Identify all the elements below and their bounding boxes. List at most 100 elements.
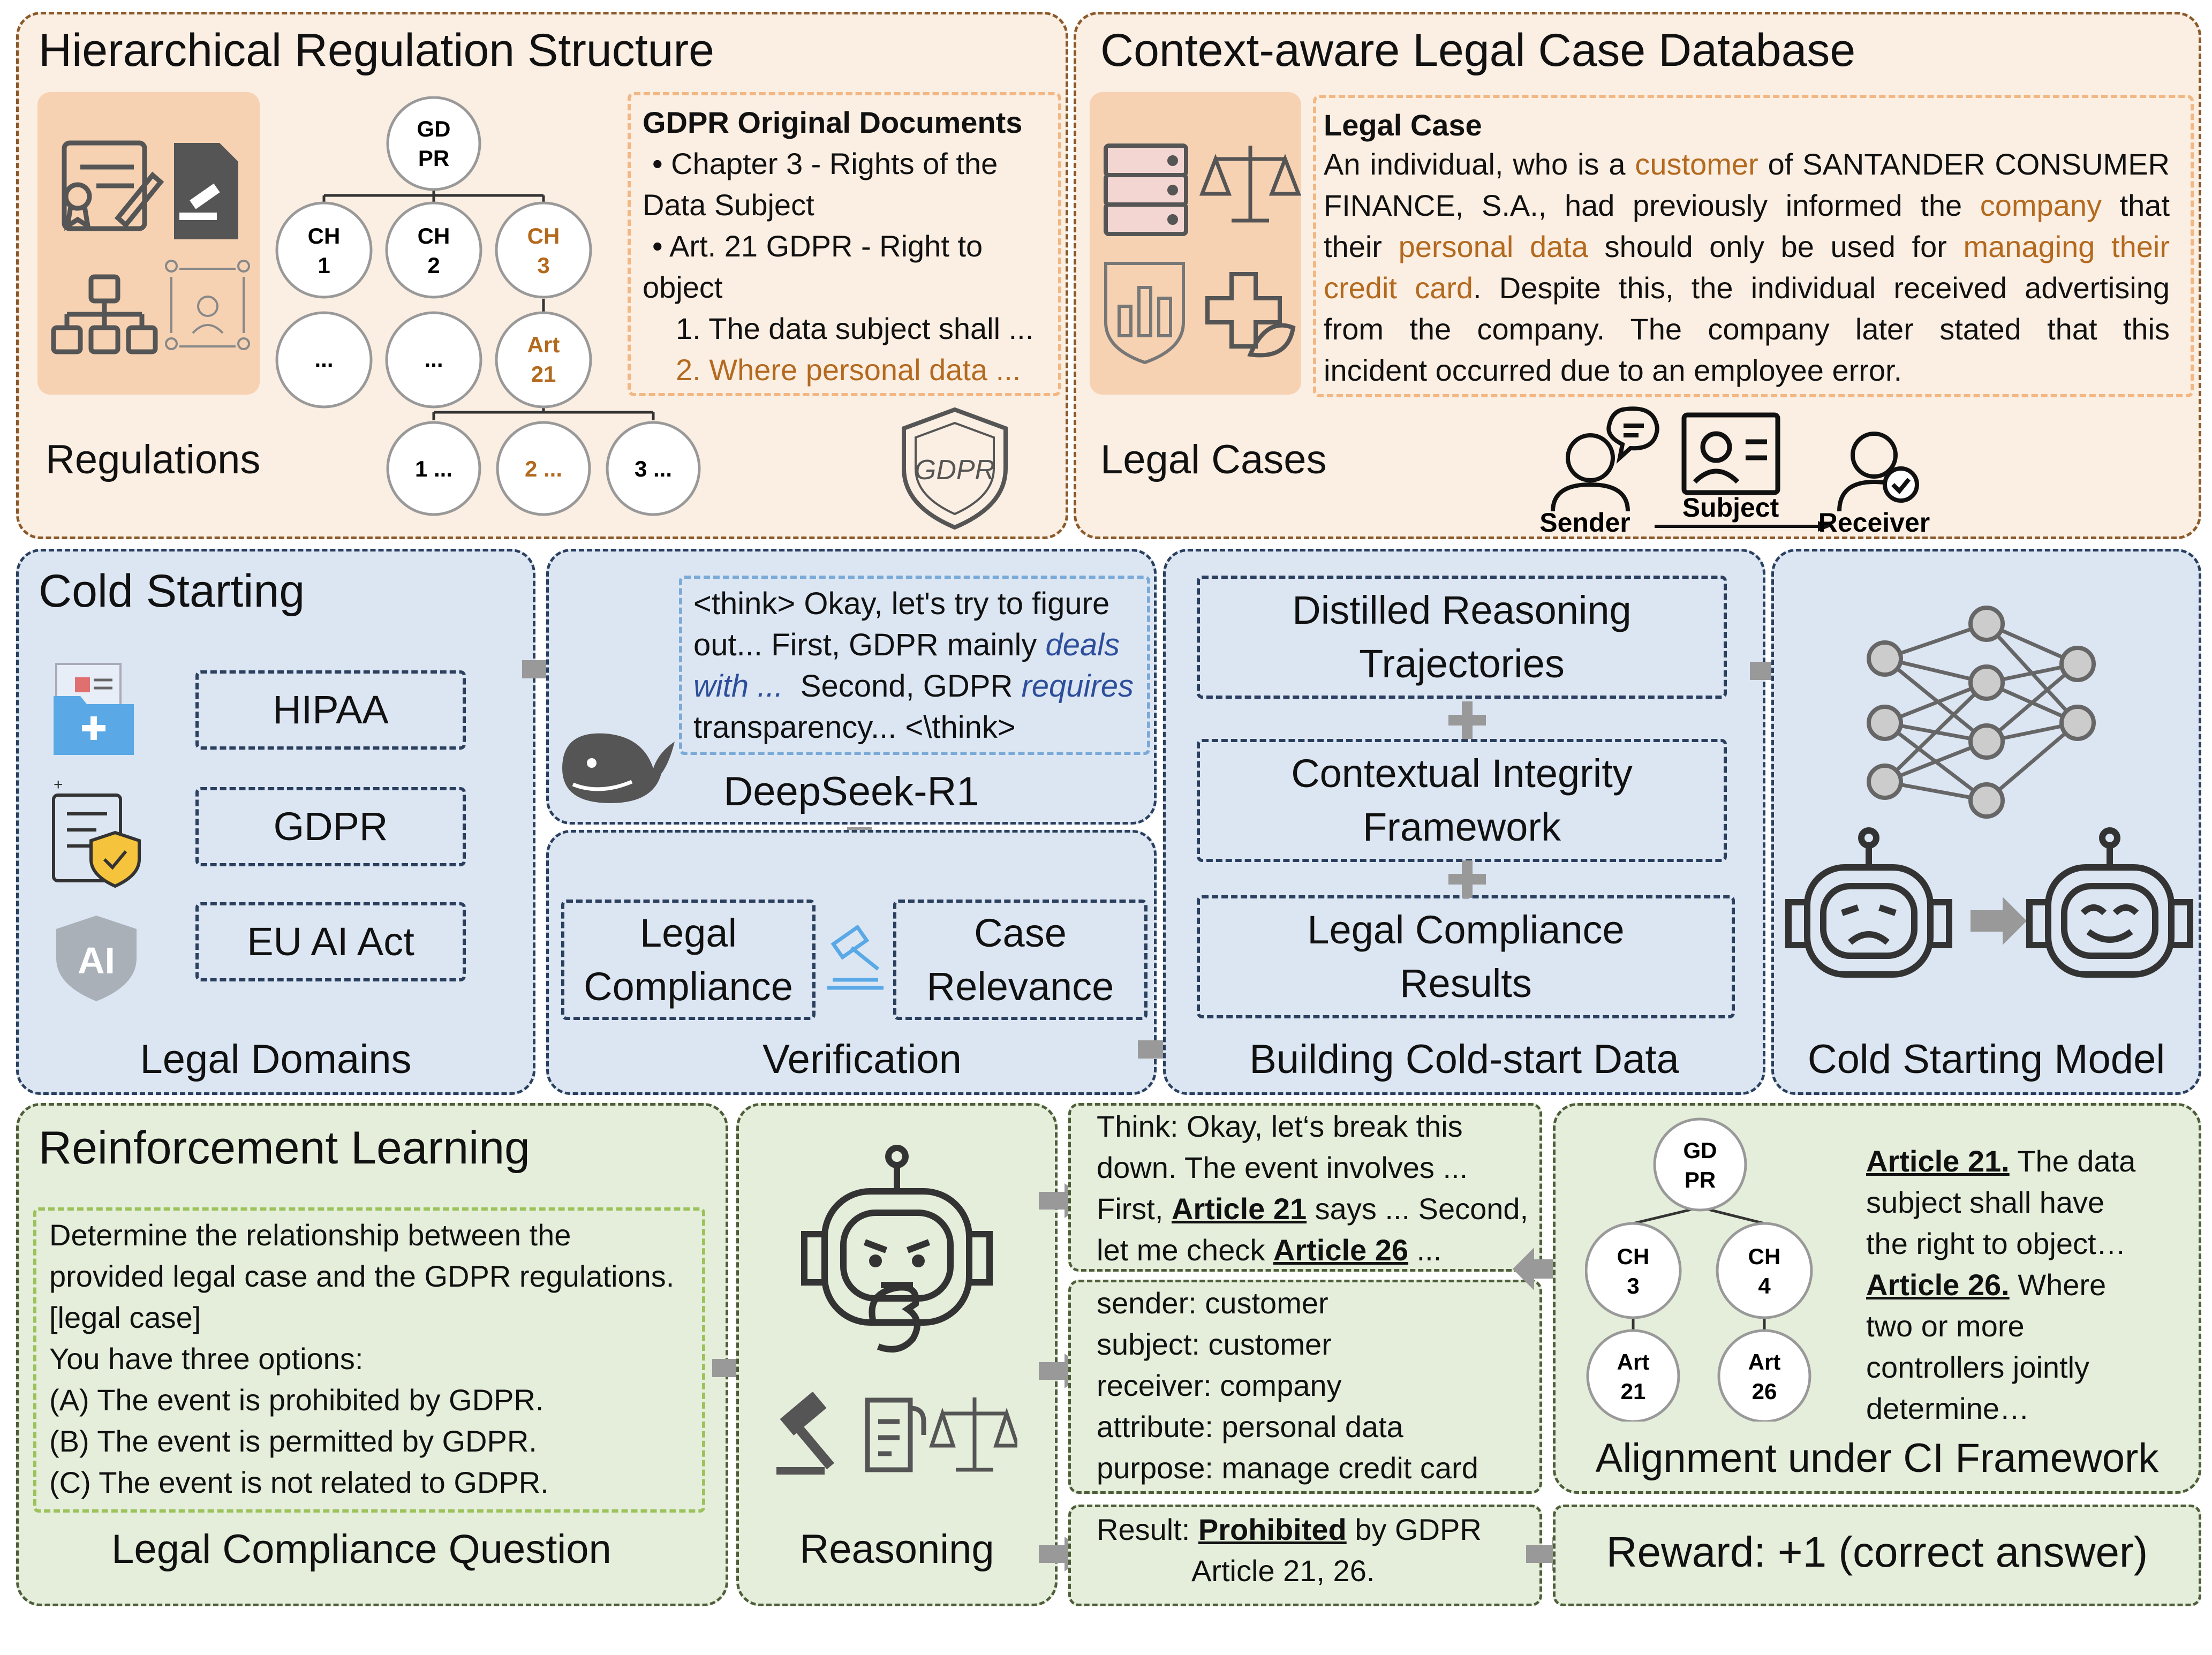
think-line3: with ... Second, GDPR requires bbox=[693, 665, 1134, 708]
plus-icon-2 bbox=[1448, 860, 1486, 898]
gavel-icon bbox=[827, 924, 884, 990]
regulation-title: Hierarchical Regulation Structure bbox=[39, 25, 714, 76]
align-ch3-a: CH bbox=[1617, 1244, 1650, 1269]
cold-starting-title: Cold Starting bbox=[39, 565, 305, 617]
question-line3: [legal case] bbox=[49, 1301, 201, 1334]
rl-think-l3a: First, bbox=[1097, 1192, 1172, 1226]
ci-roles-graphic: Sender Subject Receiver bbox=[1539, 406, 1930, 538]
tree-ellipsis-1: ... bbox=[314, 346, 333, 372]
question-option-a: (A) The event is prohibited by GDPR. bbox=[49, 1383, 544, 1417]
build-data-panel bbox=[1163, 549, 1765, 1095]
align-text-line3: the right to object… bbox=[1866, 1227, 2126, 1260]
case-l1-c: of SANTANDER CONSUMER bbox=[1758, 147, 2170, 181]
robot-sad-to-happy-icon bbox=[1785, 827, 2193, 978]
legal-db-title: Context-aware Legal Case Database bbox=[1100, 25, 1856, 76]
verify-case-relevance: Case Relevance bbox=[893, 900, 1147, 1020]
legal-case-box bbox=[1313, 95, 2194, 397]
tree-ch3-a: CH bbox=[527, 223, 560, 248]
gavel-small-icon bbox=[776, 1392, 835, 1475]
case-l3-d: managing their bbox=[1963, 230, 2170, 263]
legal-case-line3: their personal data should only be used … bbox=[1324, 226, 2170, 267]
reward-panel bbox=[1553, 1505, 2201, 1606]
regulation-tree: GD PR CH 1 CH 2 CH 3 ... ... Art 21 1 ..… bbox=[275, 96, 701, 516]
tree-leaf-2: 2 ... bbox=[525, 456, 562, 481]
legal-case-line6: incident occurred due to an employee err… bbox=[1324, 350, 1902, 391]
align-text-line5: two or more bbox=[1866, 1309, 2025, 1343]
think-box bbox=[679, 576, 1150, 755]
svg-text:+: + bbox=[54, 776, 63, 794]
think-line2: out... First, GDPR mainly deals bbox=[693, 624, 1120, 667]
align-text-line2: subject shall have bbox=[1866, 1185, 2105, 1219]
think-line3-b: Second, GDPR bbox=[783, 669, 1022, 704]
sad-robot-icon bbox=[1785, 827, 1952, 978]
legal-case-heading: Legal Case bbox=[1324, 108, 1482, 142]
happy-robot-icon bbox=[2026, 827, 2193, 978]
domain-gdpr: GDPR bbox=[195, 787, 466, 866]
tree-ellipsis-2: ... bbox=[424, 346, 443, 372]
alignment-caption: Alignment under CI Framework bbox=[1595, 1435, 2159, 1481]
build-results: Legal Compliance Results bbox=[1197, 895, 1735, 1018]
tree-ch2-a: CH bbox=[418, 223, 450, 248]
case-l2-b: company bbox=[1980, 188, 2102, 222]
ci-sender: sender: customer bbox=[1097, 1286, 1328, 1320]
regulation-icons bbox=[51, 140, 250, 354]
ci-attribute: attribute: personal data bbox=[1097, 1410, 1403, 1444]
build-caption: Building Cold-start Data bbox=[1249, 1037, 1679, 1082]
document-shield-icon: + bbox=[52, 776, 141, 888]
result-line2: Article 21, 26. bbox=[1191, 1554, 1375, 1588]
legal-case-line4: credit card. Despite this, the individua… bbox=[1324, 267, 2170, 308]
tree-ch3-b: 3 bbox=[537, 253, 549, 278]
subject-icon bbox=[1681, 412, 1780, 495]
think-line3-c: requires bbox=[1021, 669, 1134, 704]
health-plus-icon bbox=[1205, 272, 1296, 358]
gdpr-shield-icon: GDPR bbox=[902, 407, 1008, 530]
tree-root-1: GD bbox=[417, 116, 451, 141]
case-l3-c: should only be used for bbox=[1588, 230, 1964, 263]
sender-label: Sender bbox=[1539, 508, 1630, 538]
subject-label: Subject bbox=[1682, 493, 1779, 523]
align-art26-b: 26 bbox=[1752, 1379, 1777, 1404]
think-line3-a: with ... bbox=[693, 669, 783, 704]
align-text-line7: determine… bbox=[1866, 1392, 2030, 1425]
gdpr-docs-line5: 1. The data subject shall ... bbox=[676, 312, 1034, 345]
verify-legal-compliance: Legal Compliance bbox=[561, 900, 816, 1020]
result-line1: Result: Prohibited by GDPR bbox=[1097, 1509, 1482, 1550]
gdpr-docs-line6: 2. Where personal data ... bbox=[676, 353, 1021, 387]
reward-text: Reward: +1 (correct answer) bbox=[1606, 1528, 2148, 1576]
ai-shield-icon: AI bbox=[56, 916, 137, 1001]
think-line2-a: out... First, GDPR mainly bbox=[693, 628, 1046, 662]
case-l4-b: . Despite this, the individual received … bbox=[1473, 271, 2170, 305]
question-line2: provided legal case and the GDPR regulat… bbox=[49, 1259, 675, 1293]
neural-network-icon bbox=[1867, 606, 2096, 819]
deepseek-caption: DeepSeek-R1 bbox=[723, 769, 979, 814]
chart-shield-icon bbox=[1104, 262, 1185, 365]
case-l1-a: An individual, who is a bbox=[1324, 147, 1635, 181]
rl-think-l3b: Article 21 bbox=[1171, 1192, 1307, 1226]
domain-hipaa: HIPAA bbox=[195, 670, 466, 750]
ai-badge-text: AI bbox=[78, 940, 115, 981]
case-l2-a: FINANCE, S.A., had previously informed t… bbox=[1324, 188, 1980, 222]
tree-leaf-1: 1 ... bbox=[415, 456, 452, 481]
question-option-c: (C) The event is not related to GDPR. bbox=[49, 1465, 549, 1499]
legal-db-icons bbox=[1104, 143, 1301, 365]
tree-art-b: 21 bbox=[531, 361, 556, 387]
align-a21: Article 21. bbox=[1866, 1144, 2010, 1178]
align-root-a: GD bbox=[1683, 1138, 1717, 1163]
rl-think-line1: Think: Okay, let‘s break this bbox=[1097, 1109, 1463, 1143]
document-icon bbox=[865, 1397, 926, 1472]
tree-ch1-b: 1 bbox=[318, 253, 330, 278]
rl-think-l4c: ... bbox=[1408, 1233, 1442, 1267]
align-a26-rest: Where bbox=[2009, 1268, 2107, 1302]
align-root-b: PR bbox=[1685, 1167, 1716, 1192]
rl-think-l4a: let me check bbox=[1097, 1233, 1273, 1267]
sender-icon bbox=[1551, 406, 1660, 512]
tree-art-a: Art bbox=[527, 332, 560, 357]
rl-think-l3c: says ... Second, bbox=[1307, 1192, 1529, 1226]
scales-small-icon bbox=[929, 1397, 1017, 1472]
case-l6: incident occurred due to an employee err… bbox=[1324, 353, 1903, 387]
thinking-robot-icon bbox=[801, 1145, 993, 1352]
result-c: by GDPR bbox=[1346, 1513, 1482, 1546]
align-ch4-b: 4 bbox=[1758, 1273, 1771, 1298]
legal-case-line5: from the company. The company later stat… bbox=[1324, 308, 2170, 350]
legal-case-line2: FINANCE, S.A., had previously informed t… bbox=[1324, 185, 2170, 226]
